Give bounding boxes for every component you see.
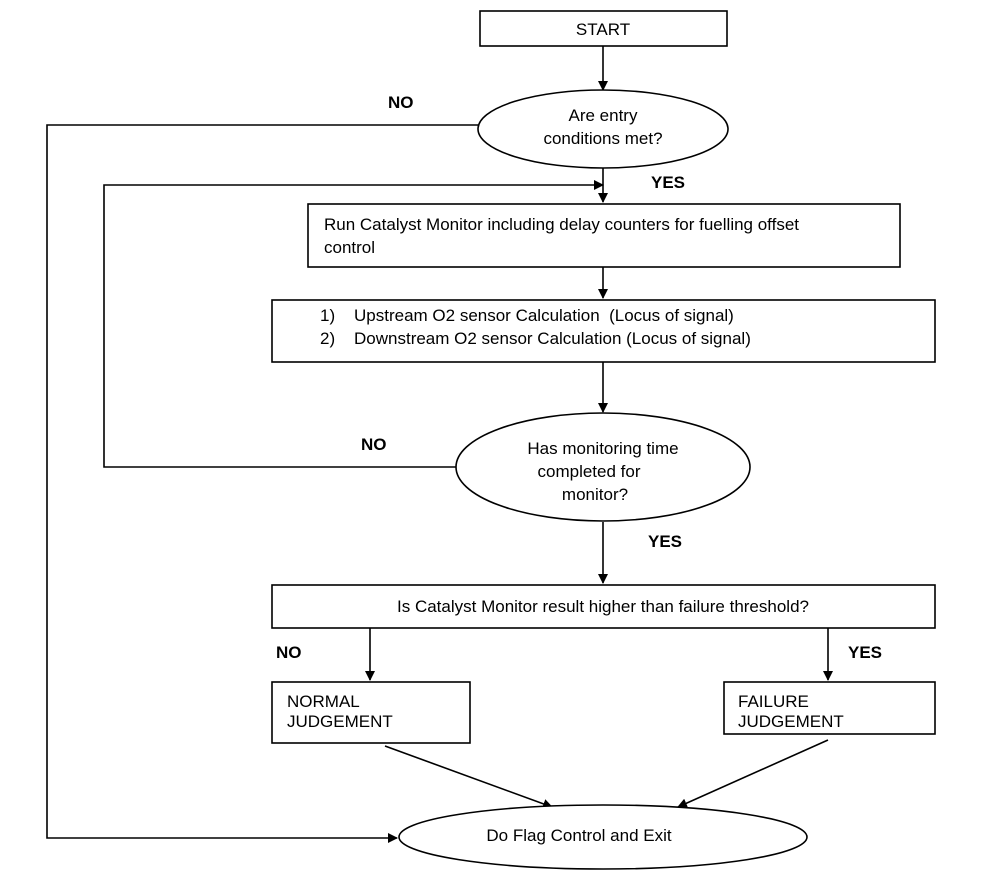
- monitoring-no-label: NO: [361, 435, 387, 454]
- node-entry-conditions: Are entry conditions met?: [477, 89, 729, 169]
- entry-no-label: NO: [388, 93, 414, 112]
- start-box: [479, 10, 728, 47]
- node-flag-control: Do Flag Control and Exit: [398, 804, 808, 870]
- monitoring-time-line-3: monitor?: [562, 485, 628, 504]
- node-monitoring-time: Has monitoring time completed for monito…: [455, 412, 751, 522]
- run-monitor-line-2: control: [324, 238, 375, 257]
- failure-judgement-line-1: FAILURE: [738, 692, 809, 711]
- calculations-line-1: 1) Upstream O2 sensor Calculation (Locus…: [320, 306, 734, 325]
- monitoring-time-line-1: Has monitoring time: [527, 439, 678, 458]
- normal-judgement-box: [271, 681, 471, 744]
- monitoring-time-ellipse: [455, 412, 751, 522]
- node-normal-judgement: NORMAL JUDGEMENT: [271, 681, 471, 744]
- flag-control-label: Do Flag Control and Exit: [486, 826, 671, 845]
- monitoring-time-line-2: completed for: [538, 462, 641, 481]
- threshold-no-label: NO: [276, 643, 302, 662]
- node-threshold-check: Is Catalyst Monitor result higher than f…: [271, 584, 936, 629]
- entry-conditions-line-2: conditions met?: [543, 129, 662, 148]
- threshold-check-box: [271, 584, 936, 629]
- start-label: START: [576, 20, 630, 39]
- failure-judgement-line-2: JUDGEMENT: [738, 712, 844, 731]
- flag-control-ellipse: [398, 804, 808, 870]
- normal-judgement-line-1: NORMAL: [287, 692, 360, 711]
- entry-conditions-line-1: Are entry: [569, 106, 638, 125]
- node-failure-judgement: FAILURE JUDGEMENT: [723, 681, 936, 735]
- edge-failure-to-flag: [677, 739, 829, 808]
- run-monitor-box: [307, 203, 901, 268]
- edges: [46, 46, 833, 843]
- node-start: START: [479, 10, 728, 47]
- threshold-check-label: Is Catalyst Monitor result higher than f…: [397, 597, 809, 616]
- edge-monitoring-no-loop: [103, 180, 604, 468]
- failure-judgement-box: [723, 681, 936, 735]
- entry-yes-label: YES: [651, 173, 685, 192]
- normal-judgement-line-2: JUDGEMENT: [287, 712, 393, 731]
- monitoring-yes-label: YES: [648, 532, 682, 551]
- threshold-yes-label: YES: [848, 643, 882, 662]
- edge-normal-to-flag: [384, 745, 553, 809]
- node-run-monitor: Run Catalyst Monitor including delay cou…: [307, 203, 901, 268]
- run-monitor-line-1: Run Catalyst Monitor including delay cou…: [324, 215, 799, 234]
- entry-conditions-ellipse: [477, 89, 729, 169]
- node-calculations: 1) Upstream O2 sensor Calculation (Locus…: [271, 299, 936, 363]
- branch-labels: NO YES NO YES NO YES: [276, 93, 882, 662]
- calculations-box: [271, 299, 936, 363]
- edge-entry-no-to-flag: [46, 124, 478, 843]
- calculations-line-2: 2) Downstream O2 sensor Calculation (Loc…: [320, 329, 751, 348]
